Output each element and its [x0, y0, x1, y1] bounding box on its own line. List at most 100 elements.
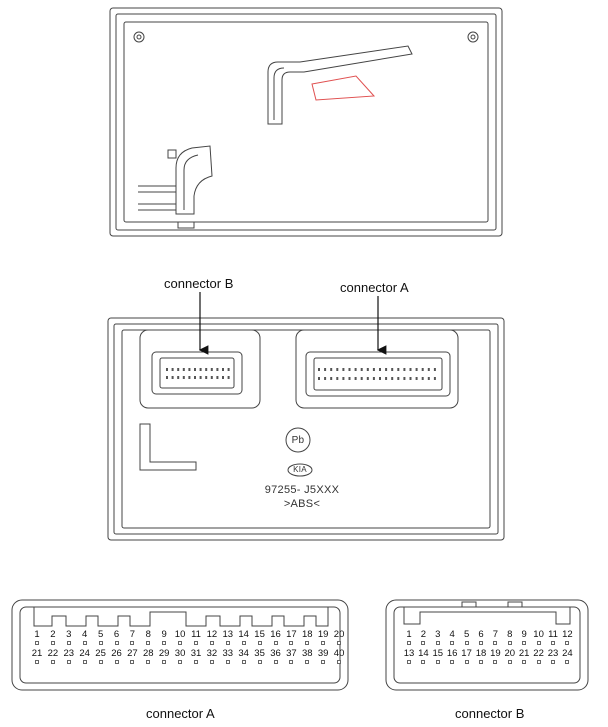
connector-a-pin-socket [98, 641, 103, 645]
connector-a-pin-21: 21 [31, 648, 43, 659]
connector-b-pin-socket [450, 641, 455, 645]
front-pin-dot [222, 368, 224, 371]
connector-a-pin-socket [289, 641, 294, 645]
front-pin-dot [210, 368, 213, 371]
connector-b-pin-socket [565, 641, 570, 645]
front-pin-dot [182, 368, 185, 371]
front-pin-dot [354, 368, 357, 371]
connector-a-pin-socket [82, 660, 87, 664]
connector-b-pin-socket [536, 641, 541, 645]
connector-b-pin-3: 3 [435, 629, 441, 640]
front-pin-dot [403, 368, 406, 371]
front-pin-dot [409, 368, 412, 371]
connector-b-pin-socket [435, 660, 440, 664]
connector-b-pin-socket [421, 660, 426, 664]
connector-a-pin-socket [114, 660, 119, 664]
front-pin-dot [415, 368, 418, 371]
front-pin-dot [433, 368, 436, 371]
connector-a-pin-socket [50, 660, 55, 664]
connector-b-face [385, 599, 589, 691]
connector-a-pin-1: 1 [34, 629, 40, 640]
connector-a-pin-14: 14 [238, 629, 249, 640]
connector-a-pin-socket [162, 660, 167, 664]
front-pin-dot [171, 376, 174, 379]
connector-b-pin-socket [493, 641, 498, 645]
connector-b-pin-9: 9 [521, 629, 527, 640]
front-pin-dot [342, 368, 345, 371]
connector-b-pin-1: 1 [406, 629, 412, 640]
connector-a-pin-29: 29 [158, 648, 170, 659]
connector-a-pin-36: 36 [270, 648, 281, 659]
connector-b-pin-23: 23 [547, 648, 559, 659]
front-pin-dot [177, 376, 180, 379]
front-pin-dot [216, 368, 219, 371]
front-pin-dot [421, 377, 424, 380]
connector-b-pin-socket [407, 641, 411, 645]
connector-a-pin-19: 19 [317, 629, 329, 640]
connector-a-pin-15: 15 [254, 629, 265, 640]
connector-b-pin-8: 8 [507, 629, 513, 640]
connector-a-pin-32: 32 [206, 648, 218, 659]
connector-b-pin-socket [464, 660, 469, 664]
connector-a-label-bottom: connector A [146, 706, 215, 721]
connector-a-pin-socket [66, 641, 71, 645]
front-pin-dot [166, 368, 168, 371]
connector-b-pin-socket [464, 641, 469, 645]
connector-b-pin-socket [450, 660, 455, 664]
module-back-view [109, 7, 503, 237]
connector-b-pin-5: 5 [463, 629, 470, 640]
front-pin-dot [379, 377, 381, 380]
connector-a-pin-13: 13 [222, 629, 234, 640]
connector-a-pin-40: 40 [333, 648, 345, 659]
connector-a-pin-8: 8 [145, 629, 151, 640]
front-pin-dot [171, 368, 174, 371]
front-pin-dot [421, 368, 424, 371]
connector-a-pin-2: 2 [50, 629, 56, 640]
front-pin-dot [227, 376, 230, 379]
front-pin-dot [385, 377, 388, 380]
connector-a-pin-socket [289, 660, 294, 664]
connector-b-pin-socket [479, 660, 483, 664]
connector-a-pin-socket [194, 660, 198, 664]
connector-a-pin-socket [273, 660, 278, 664]
connector-a-pin-socket [178, 641, 183, 645]
connector-a-pin-socket [209, 641, 214, 645]
connector-a-pin-4: 4 [82, 629, 88, 640]
connector-a-pin-socket [321, 660, 326, 664]
front-pin-dot [348, 368, 351, 371]
front-pin-dot [342, 377, 345, 380]
connector-a-pin-5: 5 [97, 629, 104, 640]
connector-b-pin-socket [507, 641, 512, 645]
connector-a-pin-socket [305, 641, 310, 645]
connector-a-pin-socket [98, 660, 103, 664]
connector-a-pin-socket [305, 660, 310, 664]
connector-a-pin-socket [146, 660, 151, 664]
front-pin-dot [409, 377, 412, 380]
front-pin-dot [216, 376, 219, 379]
connector-b-pin-socket [536, 660, 541, 664]
front-pin-dot [210, 376, 213, 379]
connector-a-pin-10: 10 [174, 629, 186, 640]
front-pin-dot [427, 368, 430, 371]
connector-a-pin-socket [114, 641, 119, 645]
connector-a-pin-18: 18 [302, 629, 313, 640]
connector-a-pin-socket [273, 641, 278, 645]
connector-a-pin-25: 25 [95, 648, 106, 659]
front-pin-dot [177, 368, 180, 371]
front-pin-dot [379, 368, 381, 371]
connector-b-pin-socket [551, 641, 555, 645]
connector-a-pin-38: 38 [302, 648, 313, 659]
connector-a-pin-socket [66, 660, 71, 664]
connector-a-pin-23: 23 [63, 648, 75, 659]
connector-a-pin-socket [241, 641, 246, 645]
front-pin-dot [360, 377, 363, 380]
connector-b-pin-12: 12 [562, 629, 573, 640]
front-pin-dot [372, 368, 375, 371]
front-pin-dot [205, 368, 208, 371]
front-pin-dot [324, 377, 327, 380]
front-pin-dot [199, 376, 202, 379]
connector-a-pin-socket [257, 641, 262, 645]
front-pin-dot [397, 368, 400, 371]
connector-a-pin-17: 17 [286, 629, 297, 640]
front-pin-dot [415, 377, 418, 380]
